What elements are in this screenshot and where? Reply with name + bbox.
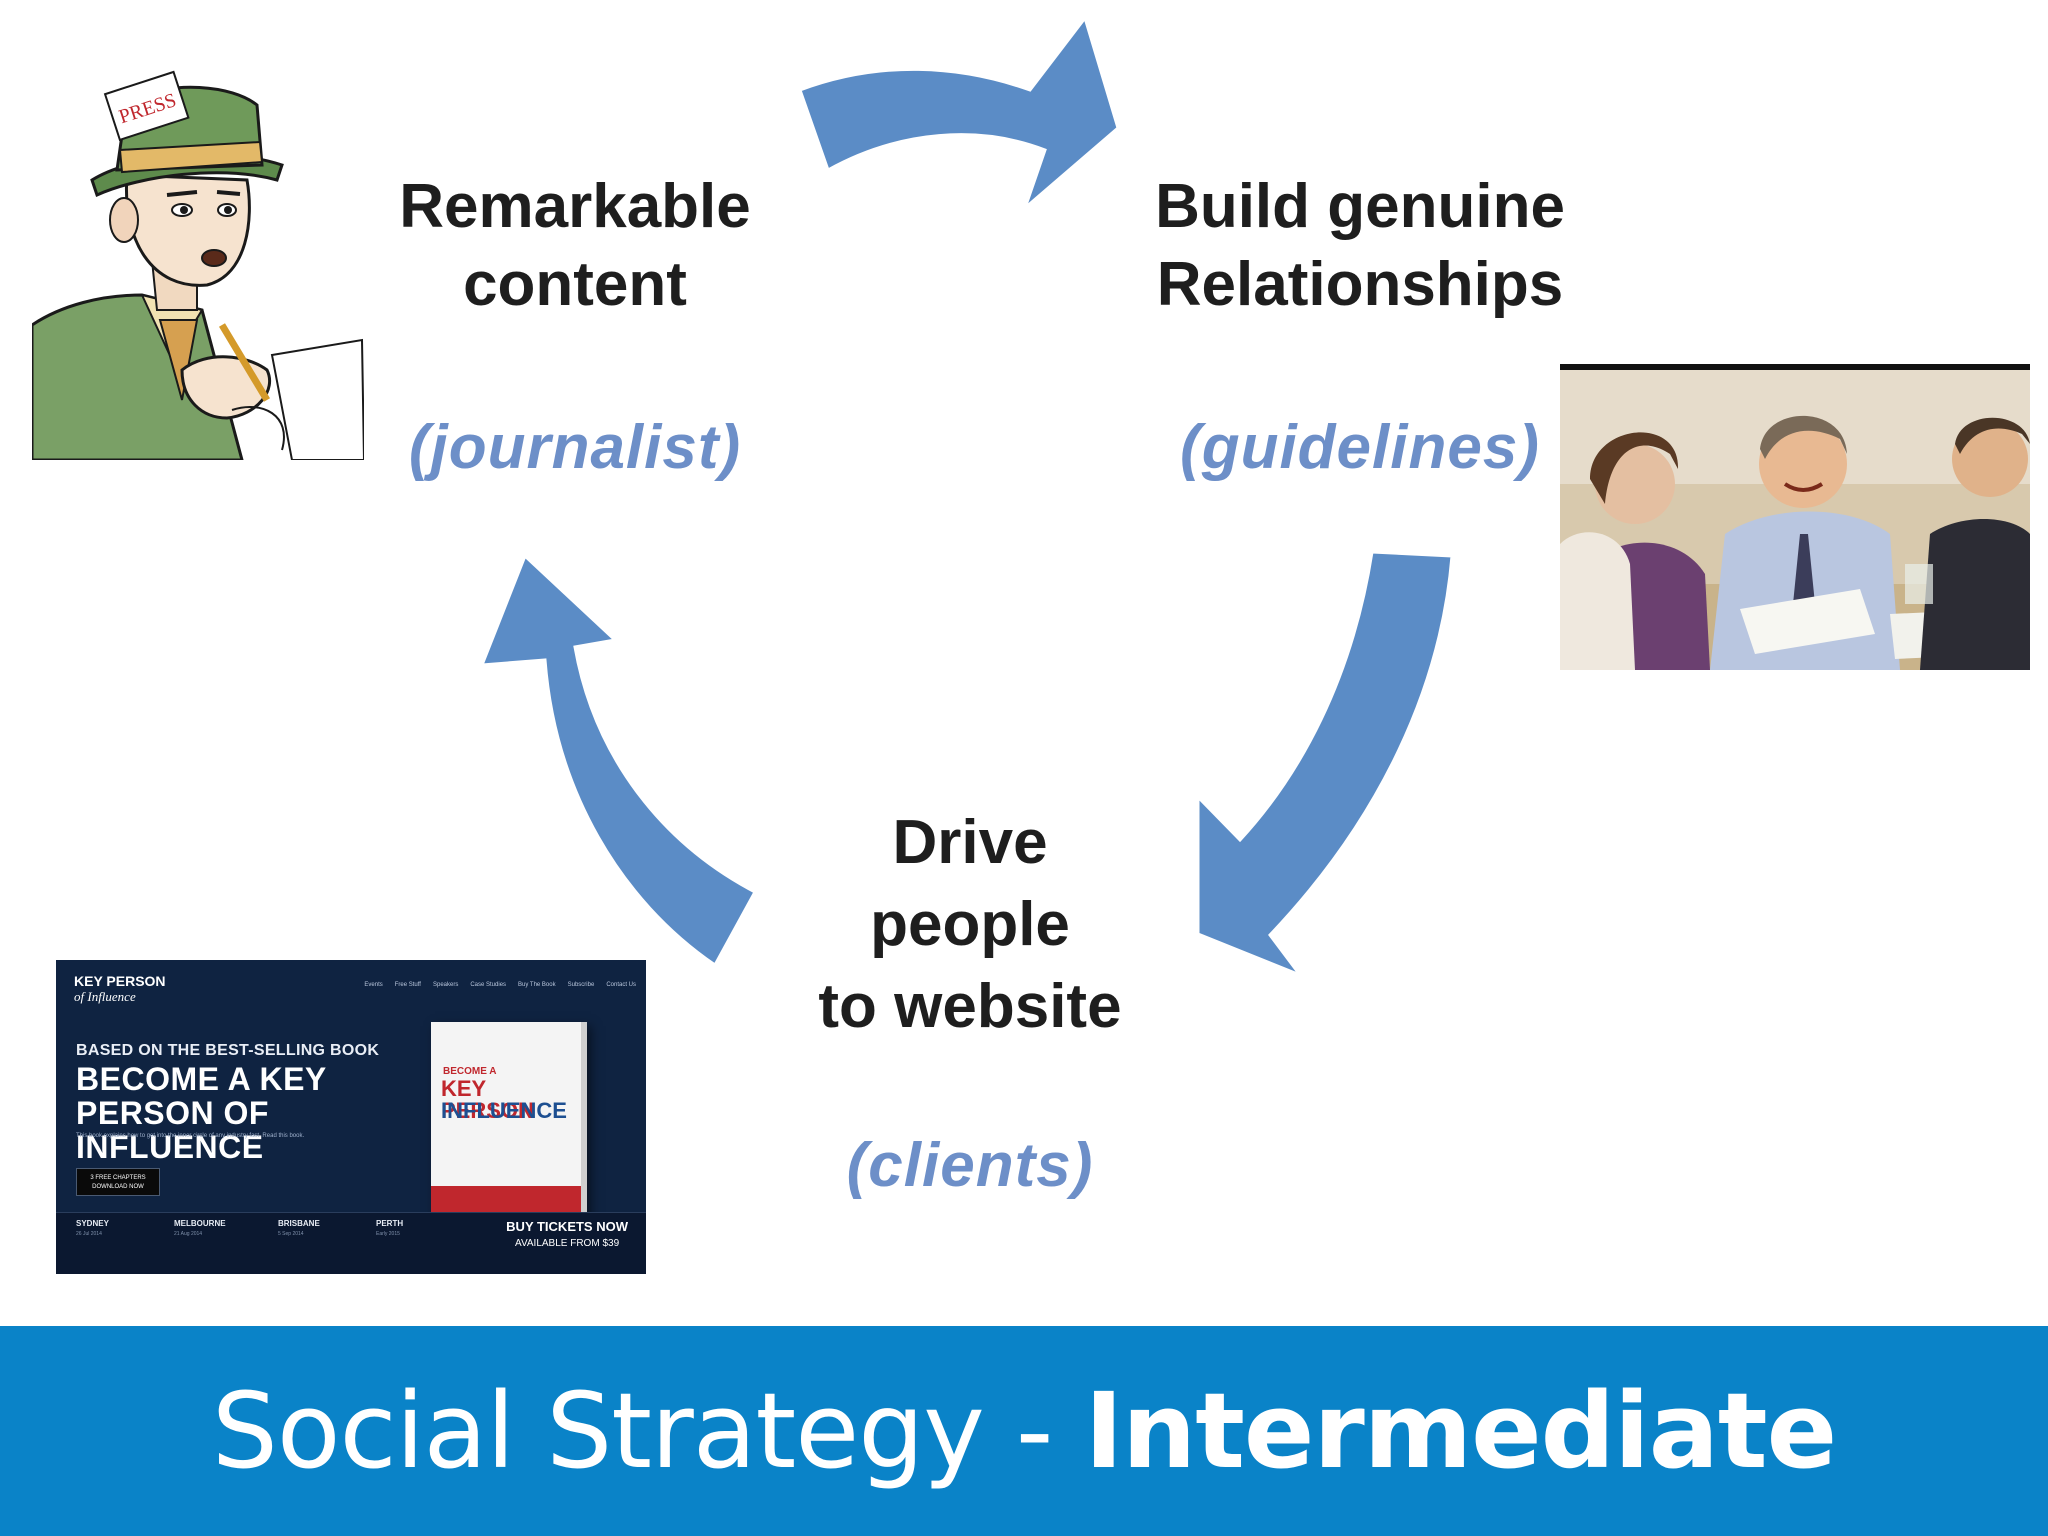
website-download-button: 3 FREE CHAPTERS DOWNLOAD NOW (76, 1168, 160, 1196)
node-note-website: (clients) (846, 1131, 1094, 1200)
website-screenshot: KEY PERSON of Influence Events Free Stuf… (56, 960, 646, 1274)
website-kicker: BASED ON THE BEST-SELLING BOOK (76, 1042, 380, 1059)
node-title-relationships: Build genuine Relationships (1155, 172, 1565, 319)
title-banner: Social Strategy - Intermediate (0, 1326, 2048, 1536)
city-date: 5 Sep 2014 (278, 1231, 304, 1237)
journalist-illustration: PRESS (32, 70, 364, 460)
buy-tickets-text: BUY TICKETS NOW AVAILABLE FROM $39 (506, 1219, 628, 1251)
arrow-content-to-relationships (798, 14, 1120, 213)
node-note-relationships: (guidelines) (1180, 413, 1540, 482)
website-nav: Events Free Stuff Speakers Case Studies … (364, 982, 636, 988)
slide-title-bold: Intermediate (1084, 1370, 1837, 1492)
website-blurb: This book explains how to get into the i… (76, 1133, 305, 1139)
city-name: MELBOURNE (174, 1219, 226, 1228)
buy-tickets-line: BUY TICKETS NOW (506, 1219, 628, 1234)
business-meeting-photo (1560, 364, 2030, 670)
arrow-website-to-content (479, 553, 758, 968)
node-title-content: Remarkable content (399, 172, 751, 319)
buy-tickets-price: AVAILABLE FROM $39 (515, 1238, 620, 1249)
website-nav-item: Buy The Book (518, 982, 556, 988)
website-nav-item: Free Stuff (394, 982, 421, 988)
book-line-3: INFLUENCE (441, 1098, 567, 1123)
city-name: BRISBANE (278, 1219, 320, 1228)
book-line-2: KEY PERSON (441, 1076, 534, 1123)
website-nav-item: Speakers (432, 982, 459, 988)
website-events-bar: SYDNEY 26 Jul 2014 MELBOURNE 21 Aug 2014… (56, 1212, 646, 1274)
city-date: 26 Jul 2014 (76, 1231, 102, 1237)
website-logo-text: KEY PERSON (74, 973, 166, 989)
website-headline: BECOME A KEY PERSON OF INFLUENCE (76, 1061, 327, 1165)
slide-title: Social Strategy - Intermediate (0, 1326, 2048, 1536)
website-nav-item: Contact Us (606, 982, 636, 988)
book-cover: BECOME A KEY PERSON INFLUENCE (431, 1022, 587, 1228)
website-logo: KEY PERSON of Influence (74, 973, 166, 1005)
city-date: Early 2015 (376, 1231, 400, 1237)
website-nav-item: Subscribe (567, 982, 595, 988)
slide-title-regular: Social Strategy - (211, 1370, 1085, 1492)
website-nav-item: Case Studies (470, 982, 507, 988)
cycle-arrows (479, 14, 1454, 979)
node-title-website: Drive people to website (818, 808, 1122, 1041)
arrow-relationships-to-website (1196, 550, 1454, 979)
website-nav-item: Events (364, 982, 383, 988)
book-line-1: BECOME A (443, 1066, 497, 1077)
website-logo-sub: of Influence (74, 989, 136, 1004)
city-date: 21 Aug 2014 (174, 1231, 203, 1237)
node-note-content: (journalist) (408, 413, 742, 482)
city-name: SYDNEY (76, 1219, 109, 1228)
city-name: PERTH (376, 1219, 404, 1228)
